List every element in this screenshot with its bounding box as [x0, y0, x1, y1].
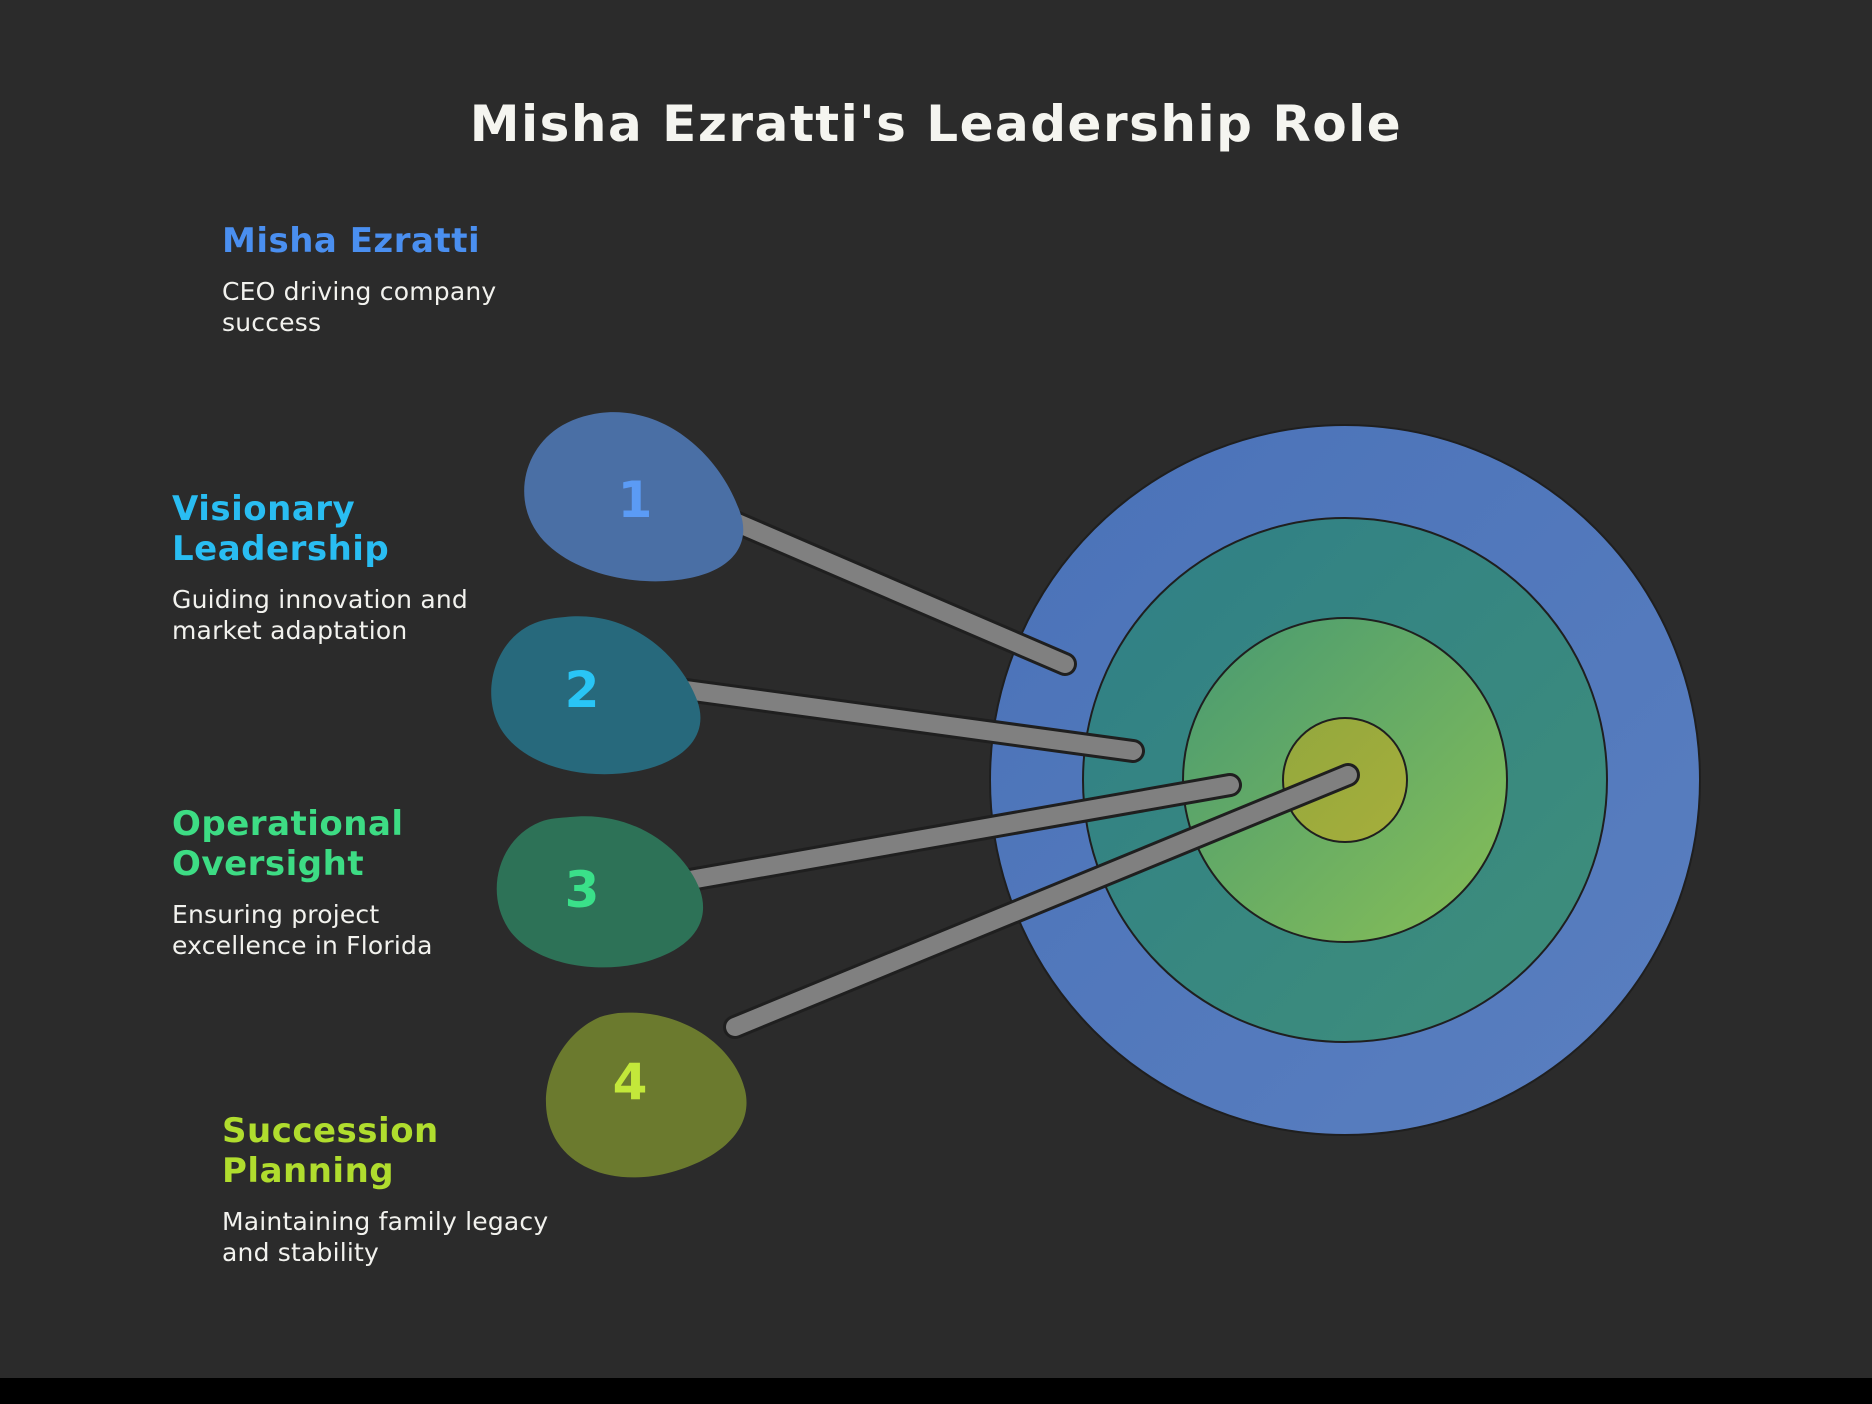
blob-4-number: 4 [613, 1053, 648, 1111]
blob-1-number: 1 [618, 471, 653, 529]
legend-item-3[interactable]: Operational Oversight Ensuring project e… [172, 804, 502, 961]
page-title: Misha Ezratti's Leadership Role [469, 95, 1403, 153]
blob-2[interactable] [491, 616, 701, 775]
legend-item-4[interactable]: Succession Planning Maintaining family l… [222, 1111, 552, 1268]
legend-column: Misha Ezratti CEO driving company succes… [0, 0, 548, 1404]
legend-item-1-heading: Misha Ezratti [222, 221, 481, 261]
blob-4[interactable] [545, 1012, 747, 1178]
legend-item-2-heading: Visionary Leadership [172, 489, 390, 569]
legend-item-3-heading: Operational Oversight [172, 804, 404, 884]
blob-3[interactable]: 3 [496, 816, 704, 968]
blob-4[interactable]: 4 [545, 1012, 747, 1178]
legend-item-1-description: CEO driving company success [222, 276, 497, 338]
legend-item-3-description: Ensuring project excellence in Florida [172, 899, 433, 960]
connector-1 [726, 513, 1074, 673]
blob-2-number: 2 [565, 661, 600, 719]
legend-item-2-description: Guiding innovation and market adaptation [172, 584, 468, 645]
blob-3[interactable] [496, 816, 704, 968]
blob-3-number: 3 [565, 861, 600, 919]
connector-3 [681, 776, 1239, 889]
bottom-band [0, 1378, 1872, 1404]
blob-1[interactable]: 1 [524, 412, 744, 582]
blob-2[interactable]: 2 [491, 616, 701, 775]
legend-item-4-description: Maintaining family legacy and stability [222, 1206, 549, 1267]
connector-lines [674, 510, 1360, 1039]
blob-1[interactable] [524, 412, 744, 582]
legend-item-2[interactable]: Visionary Leadership Guiding innovation … [172, 489, 502, 646]
connector-2 [677, 681, 1142, 760]
connector-4 [726, 766, 1357, 1036]
legend-item-1[interactable]: Misha Ezratti CEO driving company succes… [222, 221, 552, 338]
legend-item-4-heading: Succession Planning [222, 1111, 439, 1191]
